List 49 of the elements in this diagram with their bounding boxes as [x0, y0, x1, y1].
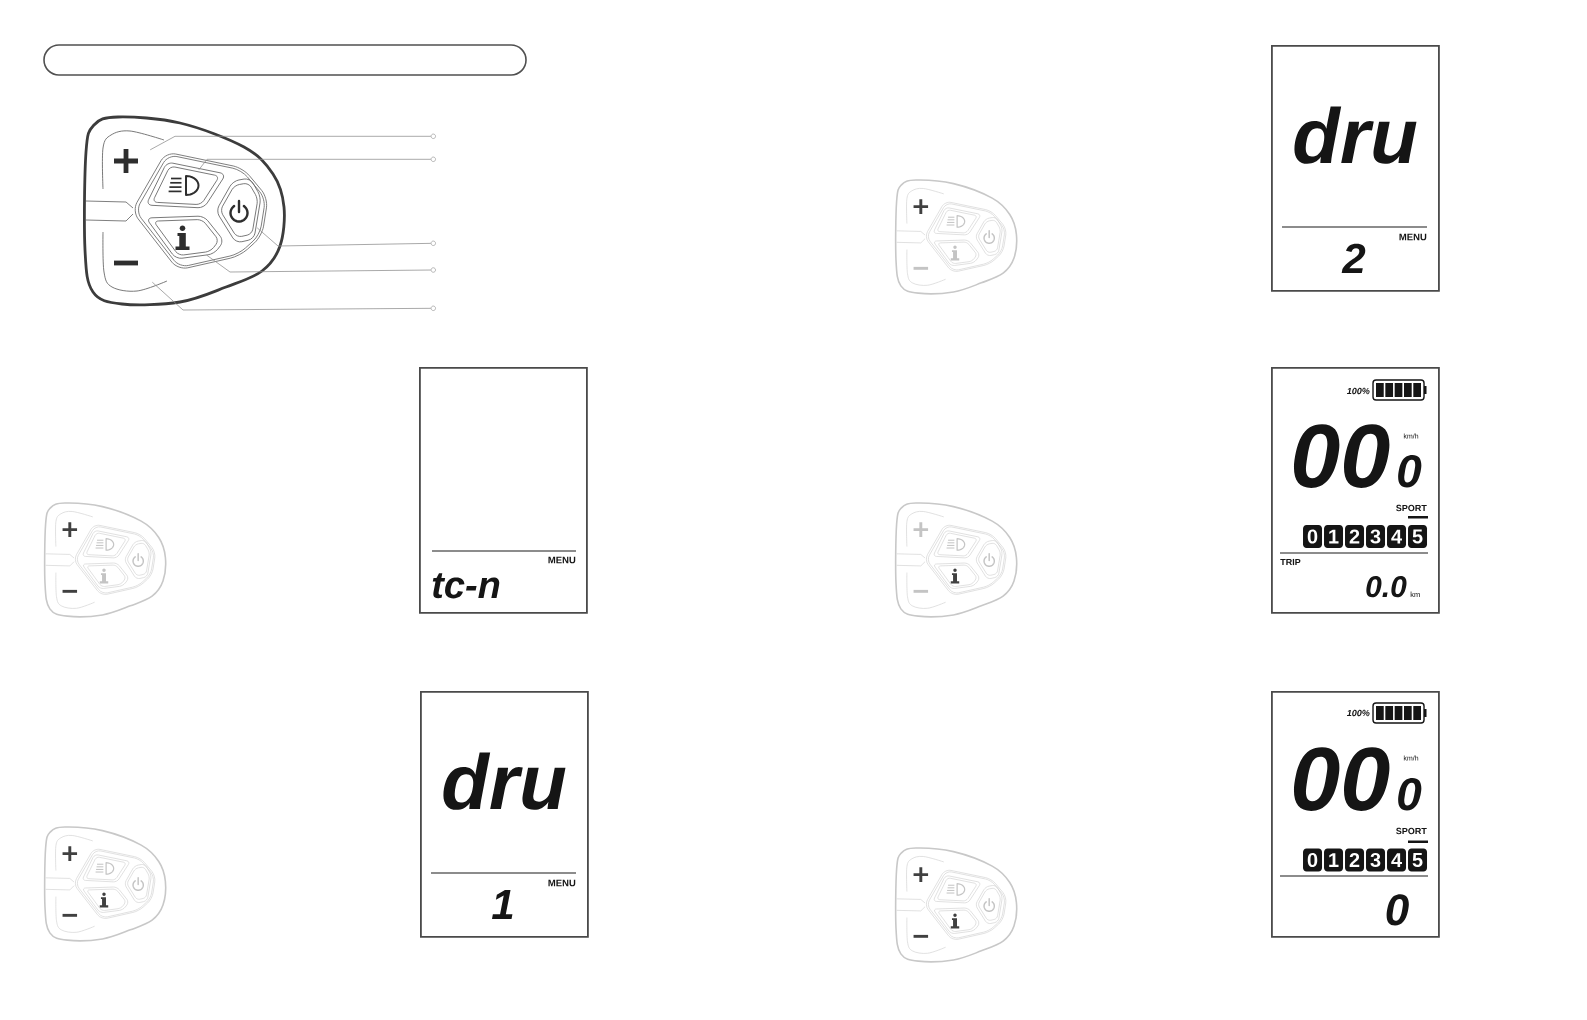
heading-bar: [43, 44, 527, 76]
speed-decimal: 0: [1398, 777, 1422, 811]
level-cell: 3: [1366, 525, 1385, 548]
node-label: 2: [1349, 529, 1360, 544]
level-cell: 2: [1345, 848, 1364, 872]
level-cell: 4: [1387, 848, 1406, 872]
level-cell: 5: [1408, 848, 1427, 872]
mode-code: tc-n: [432, 573, 500, 599]
menu-label: MENU: [548, 879, 576, 887]
trip-label: TRIP: [1280, 558, 1301, 566]
node-label: 2: [1349, 853, 1360, 867]
leader-line: [151, 281, 432, 311]
battery-percent: 100%: [1346, 387, 1370, 395]
menu-label: MENU: [548, 556, 576, 564]
level-cell: 2: [1345, 525, 1364, 548]
speed-digits: 00: [1293, 424, 1390, 488]
mode-code: dru: [443, 752, 566, 810]
level-cell: 0: [1303, 848, 1322, 872]
node-label: 1: [1329, 529, 1339, 544]
node-label: 1: [1329, 853, 1339, 867]
menu-number: 1: [492, 890, 513, 919]
node-label: 4: [1391, 529, 1402, 544]
menu-number: 2: [1341, 243, 1366, 273]
leader-line: [198, 158, 432, 171]
menu-label: MENU: [1399, 233, 1427, 241]
node-label: 3: [1370, 529, 1381, 544]
level-cell: 1: [1324, 848, 1343, 872]
distance-value: 0: [1386, 894, 1409, 926]
leader-line: [206, 254, 432, 273]
trip-distance: 0.0: [1366, 576, 1407, 598]
node-label: 5: [1412, 529, 1423, 544]
battery-percent: 100%: [1346, 709, 1370, 717]
mode-label: SPORT: [1396, 827, 1427, 835]
node-label: 4: [1391, 853, 1402, 867]
level-cell: 1: [1324, 525, 1343, 548]
speed-decimal: 0: [1398, 454, 1422, 488]
level-cell: 5: [1408, 525, 1427, 548]
leader-line: [149, 135, 432, 151]
level-cell: 4: [1387, 525, 1406, 548]
node-label: 3: [1370, 852, 1381, 868]
level-cell: 3: [1366, 848, 1385, 872]
leader-line: [256, 227, 432, 247]
node-label: 0: [1307, 529, 1318, 544]
node-label: 0: [1307, 852, 1318, 868]
mode-code: dru: [1294, 106, 1417, 164]
speed-digits: 00: [1293, 747, 1390, 811]
node-label: 5: [1412, 853, 1423, 867]
level-cell: 0: [1303, 525, 1322, 548]
mode-label: SPORT: [1396, 504, 1427, 512]
